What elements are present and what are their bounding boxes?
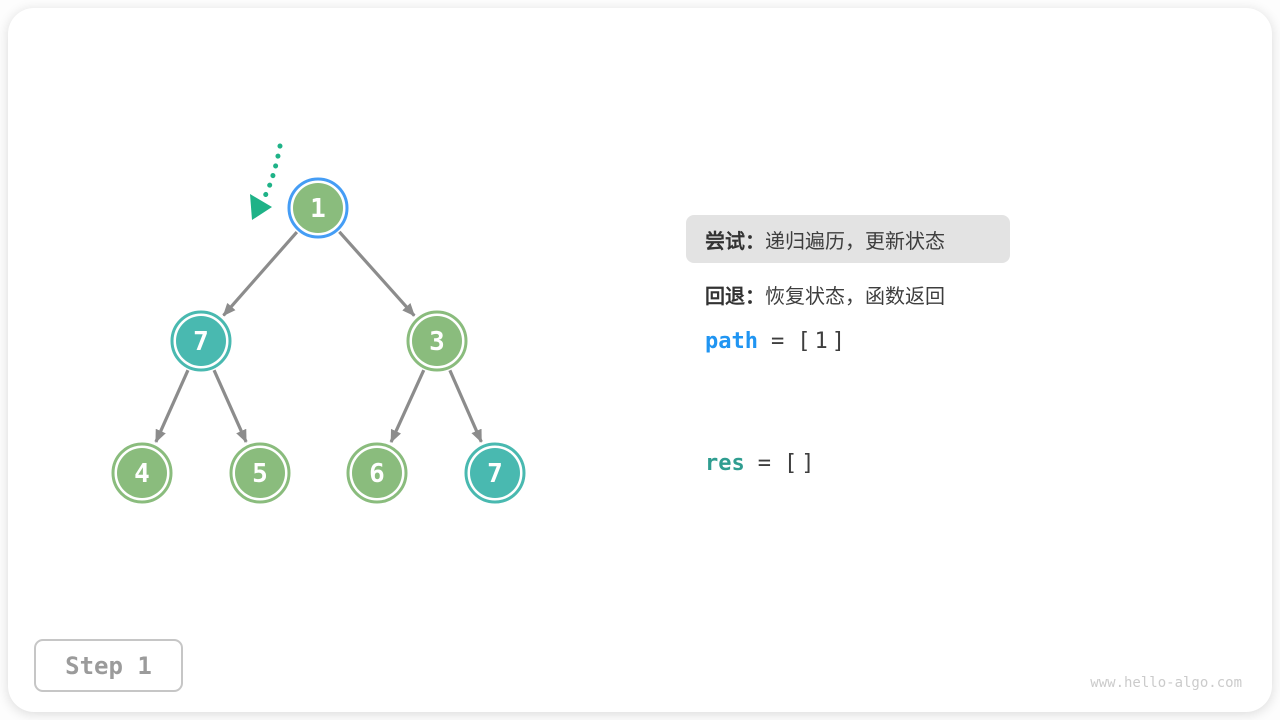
tree-node-1: 1 <box>287 177 349 239</box>
svg-text:7: 7 <box>487 459 503 489</box>
svg-text:3: 3 <box>429 327 445 357</box>
back-text: 恢复状态，函数返回 <box>765 286 945 308</box>
tree-edges <box>154 230 483 443</box>
res-variable-name: res <box>705 451 745 476</box>
step-badge: Step 1 <box>34 639 183 692</box>
path-variable-value: [1] <box>797 329 849 354</box>
traversal-pointer-arrow <box>262 143 283 199</box>
tree-node-7: 7 <box>170 310 232 372</box>
tree-node-6: 6 <box>346 442 408 504</box>
path-equals-sign: = <box>770 329 785 354</box>
watermark: www.hello-algo.com <box>1090 675 1242 691</box>
try-line: 尝试：递归遍历，更新状态 <box>686 215 1010 263</box>
svg-text:5: 5 <box>252 459 268 489</box>
try-label: 尝试： <box>705 230 765 253</box>
res-variable-line: res = [] <box>705 451 819 476</box>
tree-edge <box>448 369 483 443</box>
tree-diagram: 1 7 3 4 5 6 7 <box>111 143 526 504</box>
tree-node-3: 3 <box>406 310 468 372</box>
figure-card: 1 7 3 4 5 6 7 尝试：递归遍历，更新状态 回退：恢复状态，函数返回 path =… <box>8 8 1272 712</box>
res-equals-sign: = <box>757 451 771 476</box>
svg-text:7: 7 <box>193 327 209 357</box>
tree-edge <box>389 369 426 443</box>
traversal-pointer-arrowhead-icon <box>250 194 272 220</box>
svg-text:6: 6 <box>369 459 385 489</box>
back-label: 回退： <box>705 286 765 308</box>
tree-edge <box>222 230 299 317</box>
tree-edge <box>212 369 248 443</box>
tree-edge <box>338 230 416 317</box>
svg-text:1: 1 <box>310 194 326 224</box>
tree-edge <box>154 369 190 443</box>
back-line: 回退：恢复状态，函数返回 <box>705 280 945 309</box>
path-variable-line: path = [1] <box>705 329 849 354</box>
tree-node-7: 7 <box>464 442 526 504</box>
tree-node-5: 5 <box>229 442 291 504</box>
svg-text:4: 4 <box>134 459 150 489</box>
tree-node-4: 4 <box>111 442 173 504</box>
try-text: 递归遍历，更新状态 <box>765 230 945 253</box>
path-variable-name: path <box>705 329 758 354</box>
tree-nodes: 1 7 3 4 5 6 7 <box>111 177 526 504</box>
res-variable-value: [] <box>784 451 819 476</box>
